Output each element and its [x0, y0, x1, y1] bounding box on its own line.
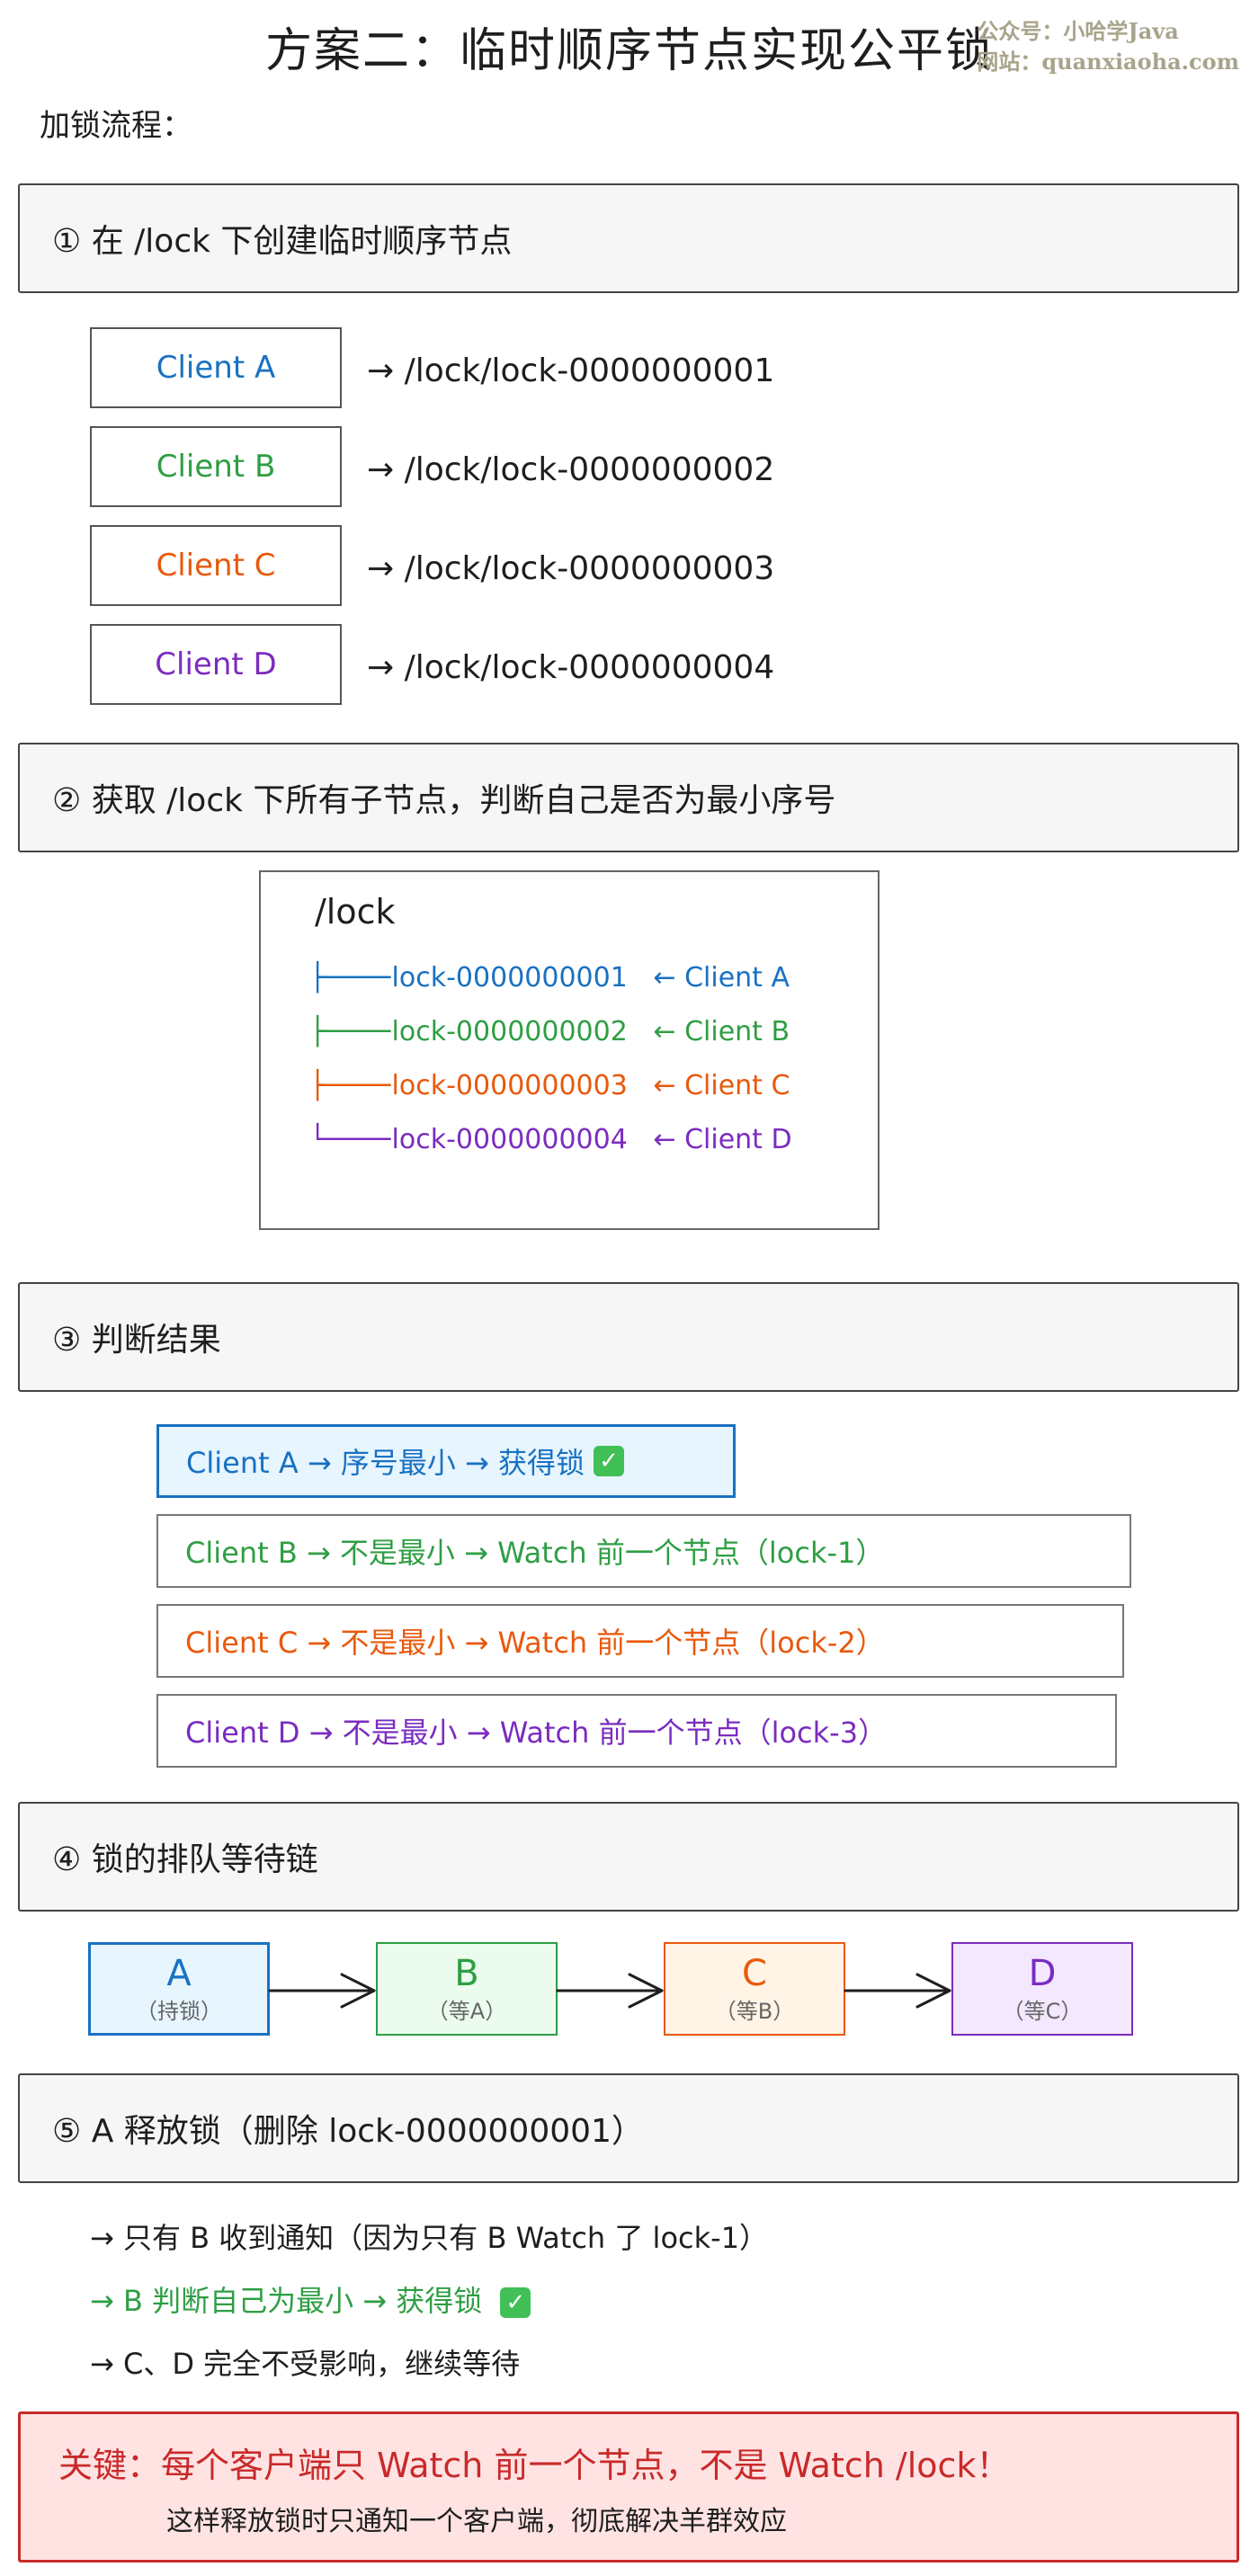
queue-node-c: C （等B）	[664, 1942, 845, 2036]
step-4-label: ④ 锁的排队等待链	[52, 1841, 318, 1878]
release-note-3: → C、D 完全不受影响，继续等待	[90, 2347, 521, 2381]
step-3-label: ③ 判断结果	[52, 1322, 221, 1359]
tree-row-b: ├──── lock-0000000002 ← Client B	[309, 1016, 790, 1047]
tree-node-name: lock-0000000002	[391, 1016, 628, 1047]
queue-node-d: D （等C）	[951, 1942, 1133, 2036]
tree-node-owner: ← Client A	[653, 962, 790, 994]
tree-node-name: lock-0000000001	[391, 962, 628, 994]
client-b-box: Client B	[90, 426, 342, 507]
check-icon: ✓	[500, 2287, 531, 2318]
tree-node-owner: ← Client D	[653, 1124, 792, 1155]
queue-node-status: （等B）	[714, 1998, 795, 2024]
client-d-box: Client D	[90, 624, 342, 705]
step-3-header: ③ 判断结果	[18, 1282, 1239, 1392]
queue-node-name: D	[1028, 1952, 1057, 1994]
step-2-header: ② 获取 /lock 下所有子节点，判断自己是否为最小序号	[18, 743, 1239, 852]
result-a-acquired: Client A → 序号最小 → 获得锁 ✓	[156, 1424, 736, 1498]
queue-node-name: B	[454, 1952, 479, 1994]
tree-node-owner: ← Client B	[653, 1016, 790, 1047]
step-1-header: ① 在 /lock 下创建临时顺序节点	[18, 183, 1239, 293]
client-a-label: Client A	[156, 350, 276, 386]
step-5-header: ⑤ A 释放锁（删除 lock-0000000001）	[18, 2073, 1239, 2183]
result-b-text: Client B → 不是最小 → Watch 前一个节点（lock-1）	[185, 1536, 885, 1570]
queue-node-status: （等A）	[426, 1998, 507, 2024]
client-b-node-path: → /lock/lock-0000000002	[367, 451, 775, 488]
tree-branch: ├────	[309, 1070, 391, 1101]
arrow-a-to-b-icon	[268, 1973, 376, 2009]
result-c-waiting: Client C → 不是最小 → Watch 前一个节点（lock-2）	[156, 1604, 1124, 1678]
tree-node-name: lock-0000000004	[391, 1124, 628, 1155]
step-2-label: ② 获取 /lock 下所有子节点，判断自己是否为最小序号	[52, 782, 836, 819]
step-1-label: ① 在 /lock 下创建临时顺序节点	[52, 223, 513, 260]
arrow-c-to-d-icon	[844, 1973, 951, 2009]
tree-branch: └────	[309, 1124, 391, 1155]
queue-node-status: （等C）	[1002, 1998, 1083, 2024]
page-title: 方案二：临时顺序节点实现公平锁	[264, 24, 994, 78]
queue-node-name: A	[166, 1952, 192, 1994]
release-note-2-text: → B 判断自己为最小 → 获得锁	[90, 2284, 483, 2318]
release-note-2: → B 判断自己为最小 → 获得锁 ✓	[90, 2278, 531, 2320]
arrow-b-to-c-icon	[556, 1973, 664, 2009]
check-icon: ✓	[594, 1446, 625, 1476]
watermark: 公众号：小哈学Java 网站：quanxiaoha.com	[977, 16, 1239, 77]
step-5-label: ⑤ A 释放锁（删除 lock-0000000001）	[52, 2113, 644, 2150]
tree-branch: ├────	[309, 1016, 391, 1047]
tree-row-d: └──── lock-0000000004 ← Client D	[309, 1124, 792, 1155]
client-d-node-path: → /lock/lock-0000000004	[367, 649, 775, 686]
client-c-box: Client C	[90, 525, 342, 606]
queue-node-name: C	[742, 1952, 767, 1994]
tree-node-name: lock-0000000003	[391, 1070, 628, 1101]
key-callout: 关键：每个客户端只 Watch 前一个节点，不是 Watch /lock！ 这样…	[18, 2411, 1239, 2563]
step-4-header: ④ 锁的排队等待链	[18, 1802, 1239, 1912]
release-note-1: → 只有 B 收到通知（因为只有 B Watch 了 lock-1）	[90, 2221, 769, 2255]
tree-row-a: ├──── lock-0000000001 ← Client A	[309, 962, 790, 994]
client-d-label: Client D	[155, 646, 277, 682]
client-c-label: Client C	[156, 548, 276, 584]
queue-arrows	[268, 1973, 951, 2009]
queue-node-a: A （持锁）	[88, 1942, 270, 2036]
client-a-box: Client A	[90, 327, 342, 408]
client-c-node-path: → /lock/lock-0000000003	[367, 550, 775, 587]
process-subtitle: 加锁流程：	[40, 108, 192, 144]
tree-node-owner: ← Client C	[653, 1070, 790, 1101]
watermark-line-1: 公众号：小哈学Java	[977, 18, 1179, 44]
client-a-node-path: → /lock/lock-0000000001	[367, 352, 775, 389]
queue-node-b: B （等A）	[376, 1942, 558, 2036]
lock-tree-panel: /lock ├──── lock-0000000001 ← Client A ├…	[259, 870, 880, 1230]
tree-branch: ├────	[309, 962, 391, 994]
tree-row-c: ├──── lock-0000000003 ← Client C	[309, 1070, 790, 1101]
key-subtitle: 这样释放锁时只通知一个客户端，彻底解决羊群效应	[166, 2506, 787, 2537]
key-title: 关键：每个客户端只 Watch 前一个节点，不是 Watch /lock！	[58, 2446, 1011, 2485]
result-d-waiting: Client D → 不是最小 → Watch 前一个节点（lock-3）	[156, 1694, 1117, 1768]
result-d-text: Client D → 不是最小 → Watch 前一个节点（lock-3）	[185, 1716, 888, 1750]
result-b-waiting: Client B → 不是最小 → Watch 前一个节点（lock-1）	[156, 1514, 1131, 1588]
watermark-line-2: 网站：quanxiaoha.com	[977, 49, 1239, 75]
result-a-text: Client A → 序号最小 → 获得锁	[186, 1446, 585, 1480]
result-c-text: Client C → 不是最小 → Watch 前一个节点（lock-2）	[185, 1626, 885, 1660]
client-b-label: Client B	[156, 449, 276, 485]
queue-node-status: （持锁）	[136, 1998, 222, 2024]
tree-root: /lock	[315, 892, 396, 931]
